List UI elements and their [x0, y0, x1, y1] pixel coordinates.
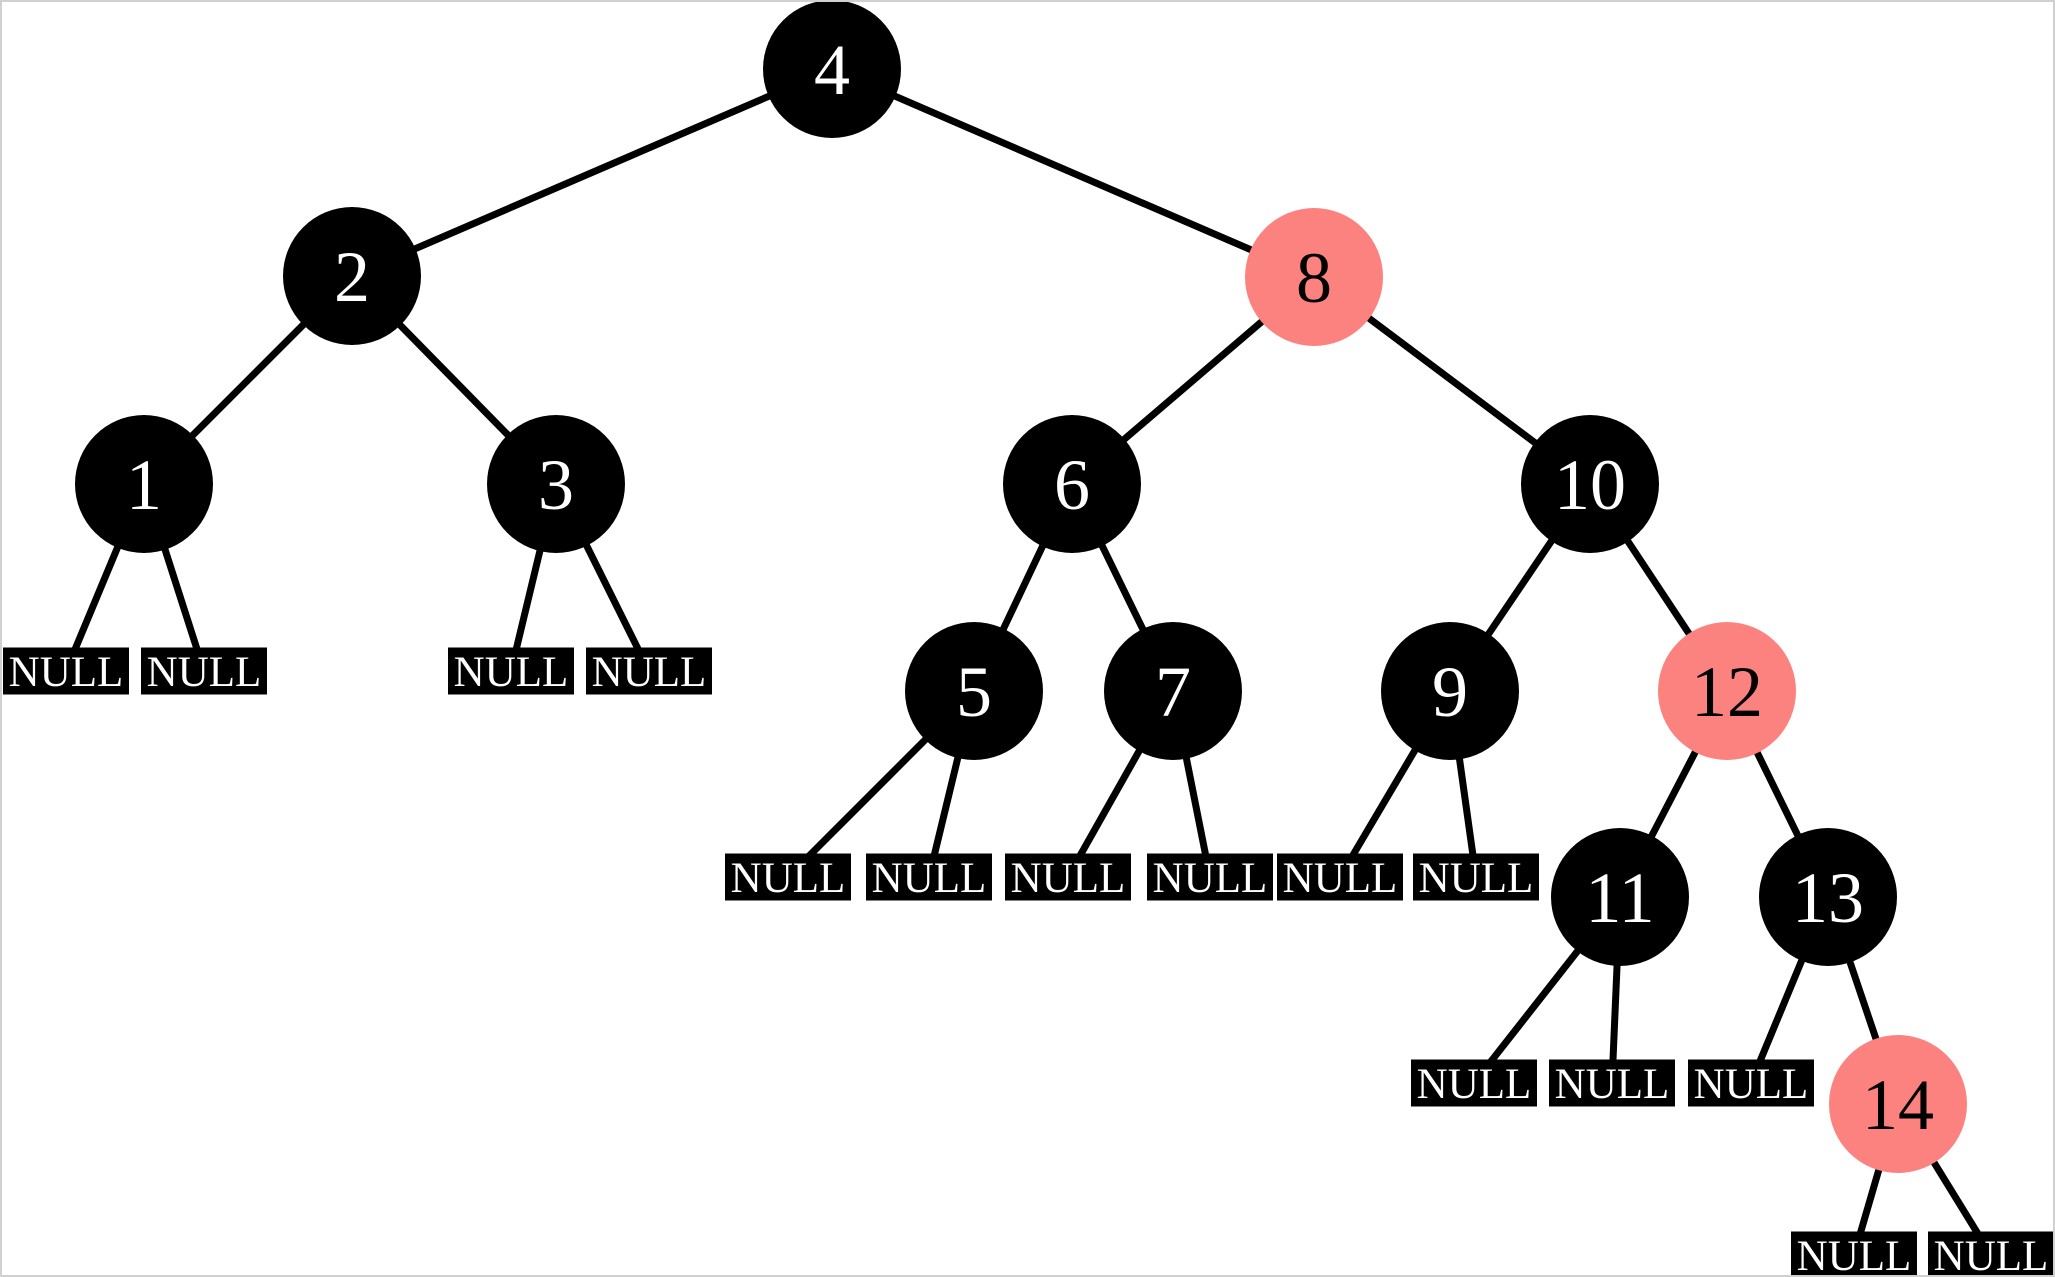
tree-node-2-black — [283, 207, 421, 345]
tree-node-4-black — [763, 0, 901, 138]
null-leaf-box-null-11L — [1411, 1059, 1537, 1107]
tree-node-6-black — [1003, 415, 1141, 553]
null-leaf-box-null-11R — [1549, 1059, 1675, 1107]
tree-edge-4-8 — [830, 65, 1316, 281]
tree-node-label-14: 14 — [1862, 1065, 1934, 1145]
tree-node-label-9: 9 — [1432, 652, 1468, 732]
tree-node-label-5: 5 — [956, 652, 992, 732]
null-leaf-label: NULL — [731, 855, 846, 902]
tree-node-3-black — [487, 415, 625, 553]
null-leaf-label: NULL — [9, 649, 124, 696]
null-leaf-box-null-14L — [1791, 1231, 1917, 1277]
null-leaf-label: NULL — [1153, 855, 1268, 902]
null-leaf-label: NULL — [1797, 1233, 1912, 1277]
tree-node-10-black — [1521, 415, 1659, 553]
tree-node-label-10: 10 — [1554, 445, 1626, 525]
null-leaf-box-null-3R — [586, 647, 712, 695]
null-leaf-box-null-1L — [3, 647, 129, 695]
tree-edge-4-2 — [350, 65, 834, 280]
null-leaf-label: NULL — [454, 649, 569, 696]
null-leaf-label: NULL — [1555, 1061, 1670, 1108]
null-leaf-label: NULL — [1283, 855, 1398, 902]
null-leaf-box-null-5R — [866, 853, 992, 901]
tree-node-7-black — [1104, 622, 1242, 760]
tree-node-label-6: 6 — [1054, 445, 1090, 525]
null-leaf-box-null-7L — [1005, 853, 1131, 901]
null-leaf-box-null-7R — [1147, 853, 1273, 901]
tree-node-13-black — [1759, 828, 1897, 966]
tree-node-5-black — [905, 622, 1043, 760]
tree-node-label-3: 3 — [538, 445, 574, 525]
tree-node-label-1: 1 — [126, 445, 162, 525]
null-leaf-box-null-14R — [1928, 1231, 2054, 1277]
tree-node-11-black — [1551, 828, 1689, 966]
tree-node-label-8: 8 — [1296, 238, 1332, 318]
null-leaf-box-null-5L — [725, 853, 851, 901]
tree-node-14-red — [1829, 1035, 1967, 1173]
null-leaf-label: NULL — [1419, 855, 1534, 902]
tree-node-1-black — [75, 415, 213, 553]
tree-node-12-red — [1658, 622, 1796, 760]
tree-node-8-red — [1245, 208, 1383, 346]
null-leaf-box-null-9R — [1413, 853, 1539, 901]
tree-node-label-7: 7 — [1155, 652, 1191, 732]
tree-node-label-13: 13 — [1792, 858, 1864, 938]
tree-node-label-4: 4 — [814, 30, 850, 110]
tree-node-9-black — [1381, 622, 1519, 760]
null-leaf-label: NULL — [872, 855, 987, 902]
tree-node-label-2: 2 — [334, 237, 370, 317]
null-leaf-box-null-1R — [141, 647, 267, 695]
null-leaf-box-null-9L — [1277, 853, 1403, 901]
null-leaf-label: NULL — [1417, 1061, 1532, 1108]
null-leaf-box-null-13L — [1688, 1059, 1814, 1107]
null-leaf-label: NULL — [1011, 855, 1126, 902]
tree-node-label-11: 11 — [1585, 858, 1654, 938]
null-leaf-box-null-3L — [448, 647, 574, 695]
null-leaf-label: NULL — [147, 649, 262, 696]
null-leaf-label: NULL — [1694, 1061, 1809, 1108]
null-leaf-label: NULL — [592, 649, 707, 696]
null-leaf-label: NULL — [1934, 1233, 2049, 1277]
tree-node-label-12: 12 — [1691, 652, 1763, 732]
